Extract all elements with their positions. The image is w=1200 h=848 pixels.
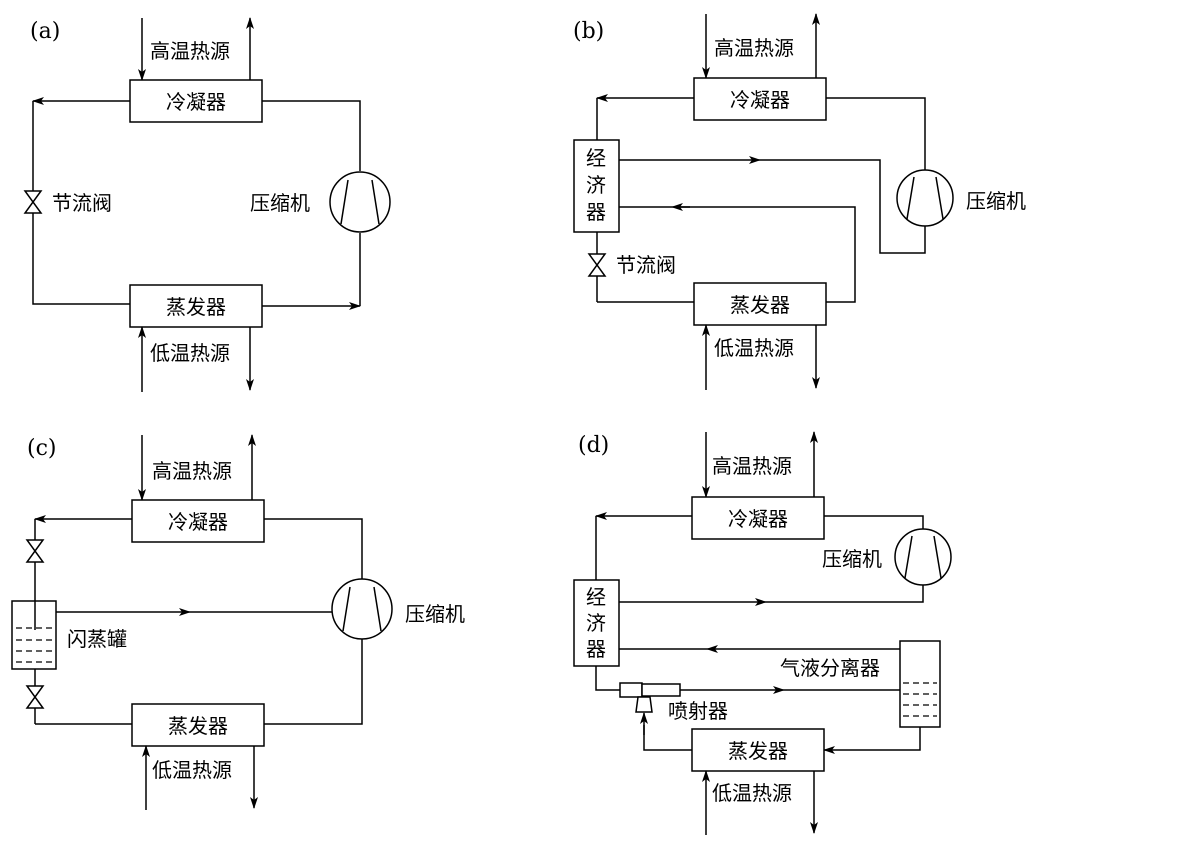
panel-d-economizer-box (573, 579, 620, 667)
panel-d-ejector-suction (635, 696, 653, 713)
panel-c-label: (c) (27, 436, 57, 461)
panel-c-upper-valve-icon (25, 539, 45, 563)
panel-d-evaporator-box (691, 728, 825, 772)
panel-a-evaporator-label: 蒸发器 (166, 295, 226, 319)
panel-d-condenser-label: 冷凝器 (728, 507, 788, 531)
panel-b-evaporator-box (693, 282, 827, 326)
panel-d-evaporator-label: 蒸发器 (728, 739, 788, 763)
panel-b-compressor-label: 压缩机 (966, 189, 1026, 213)
panel-d-separator-label: 气液分离器 (780, 656, 880, 680)
panel-d-economizer-char-2: 济 (586, 611, 606, 635)
panel-d-condenser-box (691, 496, 825, 540)
panel-d-label: (d) (578, 433, 609, 458)
panel-b-low-source-label: 低温热源 (714, 336, 794, 360)
panel-a-evaporator-box (129, 284, 263, 328)
panel-a-high-source-label: 高温热源 (150, 39, 230, 63)
panel-c-lower-valve-icon (25, 685, 45, 709)
panel-d-compressor-icon (894, 528, 952, 586)
panel-b-condenser-box (693, 77, 827, 121)
panel-a-right-top-line (262, 100, 361, 171)
panel-d-economizer-char-1: 经 (586, 585, 606, 609)
panel-b-compressor-icon (896, 169, 954, 227)
panel-d-high-source-label: 高温热源 (712, 454, 792, 478)
panel-d-ejector-body (641, 683, 681, 697)
panel-c-flash-tank-box (11, 600, 57, 670)
panel-d-economizer-char-3: 器 (586, 637, 606, 661)
panel-c-flash-tank-label: 闪蒸罐 (67, 627, 127, 651)
panel-d-compressor-label: 压缩机 (822, 547, 882, 571)
panel-b-label: (b) (573, 19, 604, 44)
panel-c-compressor-icon (331, 578, 393, 640)
panel-b-economizer-char-1: 经 (586, 146, 606, 170)
panel-a: (a) 高温热源 冷凝器 节流阀 压缩机 蒸发器 低温热源 (23, 17, 391, 392)
panel-b-valve-label: 节流阀 (616, 253, 676, 277)
panel-b-economizer-char-3: 器 (586, 200, 606, 224)
panel-a-low-source-label: 低温热源 (150, 341, 230, 365)
panel-c-evaporator-label: 蒸发器 (168, 714, 228, 738)
panel-b-throttle-valve-icon (587, 253, 607, 277)
panel-b-economizer-box (573, 139, 620, 233)
panel-a-left-line (32, 101, 130, 305)
panel-d: (d) 高温热源 冷凝器 压缩机 经 济 器 气液分离器 (573, 431, 952, 835)
panel-a-condenser-label: 冷凝器 (166, 90, 226, 114)
panel-d-low-source-label: 低温热源 (712, 781, 792, 805)
panel-c-low-source-label: 低温热源 (152, 758, 232, 782)
panel-d-ejector-nozzle (619, 682, 643, 698)
panel-b-economizer-char-2: 济 (586, 173, 606, 197)
panel-b: (b) 高温热源 冷凝器 经 济 器 节流阀 压缩机 蒸发 (573, 13, 1026, 390)
panel-c-high-source-label: 高温热源 (152, 459, 232, 483)
panel-c: (c) 高温热源 冷凝器 闪蒸罐 压缩机 蒸发器 (11, 434, 465, 810)
panel-c-condenser-label: 冷凝器 (168, 510, 228, 534)
panel-d-separator-box (899, 640, 941, 728)
panel-b-condenser-label: 冷凝器 (730, 88, 790, 112)
panel-c-condenser-box (131, 499, 265, 543)
panel-b-high-source-label: 高温热源 (714, 36, 794, 60)
panel-a-label: (a) (30, 19, 60, 44)
panel-c-evaporator-box (131, 703, 265, 747)
panel-a-throttle-valve-icon (23, 190, 43, 214)
panel-d-ejector-label: 喷射器 (668, 699, 728, 723)
panel-a-compressor-label: 压缩机 (250, 191, 310, 215)
panel-b-evaporator-label: 蒸发器 (730, 293, 790, 317)
panel-a-compressor-icon (329, 171, 391, 233)
panel-c-compressor-label: 压缩机 (405, 602, 465, 626)
panel-a-valve-label: 节流阀 (52, 191, 112, 215)
